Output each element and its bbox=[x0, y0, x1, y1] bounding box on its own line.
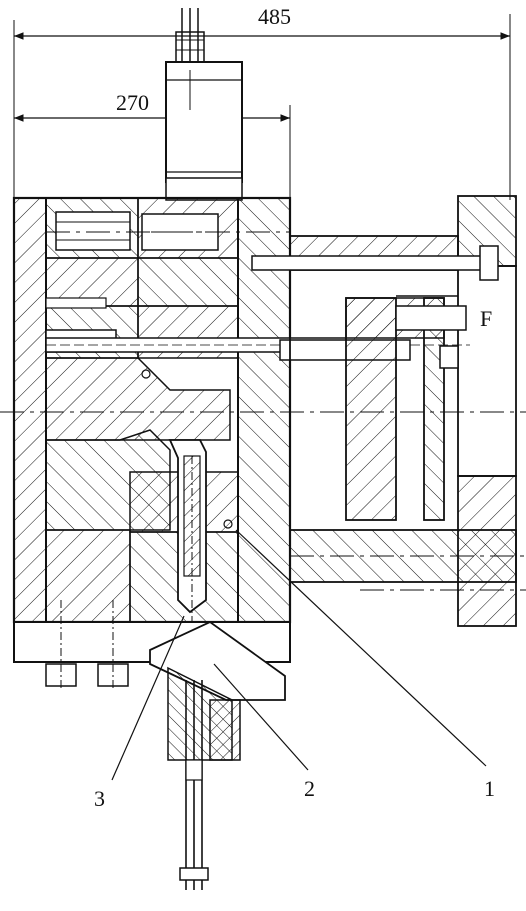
callout-1-label: 1 bbox=[484, 776, 495, 801]
middle-plates bbox=[45, 297, 239, 623]
centerlines bbox=[0, 231, 526, 591]
dimension-485: 485 bbox=[13, 4, 511, 200]
angled-runner bbox=[149, 620, 286, 761]
callout-3-label: 3 bbox=[94, 786, 105, 811]
ejector-plates bbox=[345, 295, 467, 521]
side-marker: F bbox=[480, 306, 492, 331]
hot-runner-nozzle bbox=[168, 439, 233, 630]
upper-plates bbox=[45, 197, 239, 307]
callout-2-label: 2 bbox=[304, 776, 315, 801]
top-nozzle-assembly bbox=[165, 8, 243, 201]
side-marker-label: F bbox=[480, 306, 492, 331]
bottom-rods bbox=[179, 680, 209, 890]
callout-leaders bbox=[111, 529, 487, 781]
dimension-270-label: 270 bbox=[116, 90, 149, 115]
dimension-270: 270 bbox=[14, 90, 291, 200]
dimension-485-label: 485 bbox=[258, 4, 291, 29]
